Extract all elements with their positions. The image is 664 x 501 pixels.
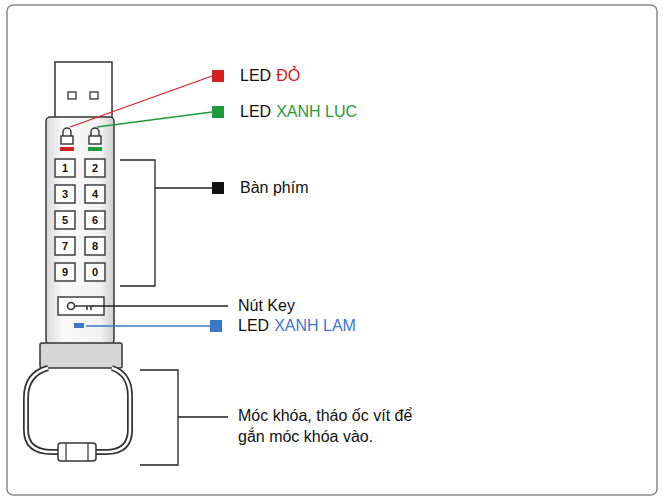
green-led	[88, 147, 102, 151]
key-digit: 2	[92, 161, 98, 175]
keypad-bracket	[120, 160, 212, 286]
led-label: LED	[240, 102, 271, 123]
key-ring	[26, 368, 130, 452]
end-cap	[40, 343, 122, 368]
key-digit: 7	[62, 239, 68, 253]
key-digit: 3	[62, 187, 68, 201]
led-color-label: XANH LỤC	[276, 102, 357, 123]
note-label: Móc khóa, tháo ốc vít để gắn móc khóa và…	[238, 406, 418, 448]
frame	[7, 5, 657, 495]
key-outline	[85, 185, 105, 203]
blue-marker	[210, 320, 222, 332]
led-label: LED	[238, 316, 269, 337]
key-outline	[55, 237, 75, 255]
led-label: LED	[240, 66, 271, 87]
blue-led	[74, 323, 84, 328]
green-leader	[97, 112, 212, 127]
black-marker	[212, 182, 224, 194]
key-outline	[85, 211, 105, 229]
key-ring-inner	[26, 368, 130, 452]
key-digit: 5	[62, 213, 68, 227]
keypad-keys	[55, 159, 105, 281]
key-outline	[55, 185, 75, 203]
key-outline	[55, 263, 75, 281]
red-marker	[212, 70, 224, 82]
key-digit: 0	[92, 265, 98, 279]
key-outline	[55, 211, 75, 229]
key-leader	[92, 305, 228, 306]
led-color-label: XANH LAM	[274, 316, 356, 337]
ring-bracket	[140, 370, 228, 465]
key-outline	[55, 159, 75, 177]
drive-body	[46, 117, 114, 344]
key-digit: 9	[62, 265, 68, 279]
ring-clasp	[58, 443, 96, 461]
clasp-lines	[66, 443, 88, 461]
key-outline	[85, 159, 105, 177]
part-label: Bàn phím	[240, 178, 308, 199]
key-digit: 1	[62, 161, 68, 175]
led-color-label: ĐỎ	[276, 66, 300, 87]
key-outline	[85, 237, 105, 255]
connector-hole	[90, 92, 98, 99]
red-leader	[70, 76, 212, 127]
connector-hole	[68, 92, 76, 99]
green-marker	[212, 106, 224, 118]
part-label: Nút Key	[238, 296, 295, 317]
usb-connector	[55, 62, 112, 118]
blue-leader	[86, 325, 210, 326]
red-led	[60, 147, 74, 151]
key-digit: 8	[92, 239, 98, 253]
lock-icons	[61, 128, 101, 144]
key-icon	[68, 303, 94, 311]
key-digit: 4	[92, 187, 98, 201]
key-digit: 6	[92, 213, 98, 227]
key-outline	[85, 263, 105, 281]
